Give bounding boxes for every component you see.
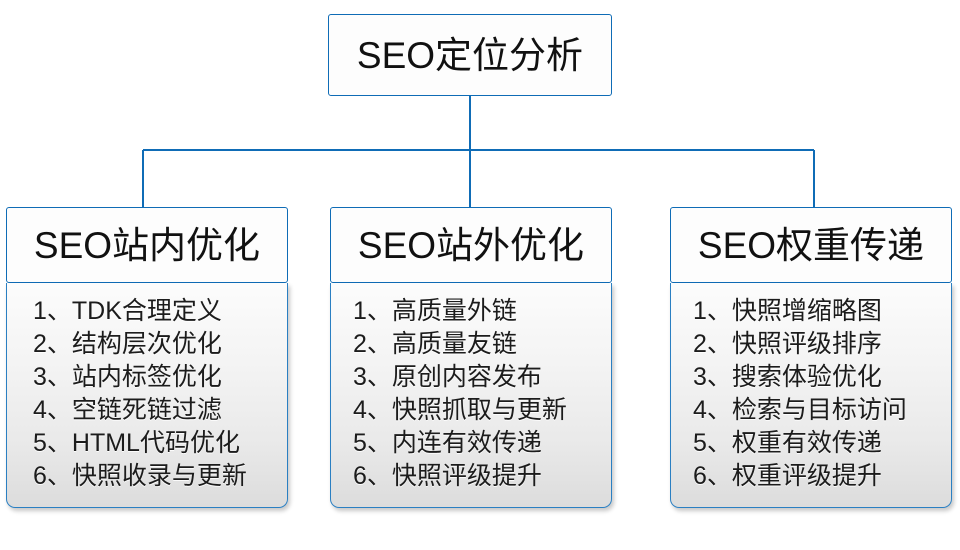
list-item: 6、权重评级提升 (693, 462, 882, 490)
list-item: 6、快照评级提升 (353, 462, 542, 490)
list-item: 4、快照抓取与更新 (353, 396, 567, 424)
branch-header-3: SEO权重传递 (670, 207, 952, 283)
branch-title-3: SEO权重传递 (697, 224, 925, 266)
list-item: 3、原创内容发布 (353, 363, 542, 391)
list-item: 2、高质量友链 (353, 330, 517, 358)
root-node: SEO定位分析 (328, 14, 612, 96)
root-node-label: SEO定位分析 (356, 34, 584, 76)
branch-list-3: 1、快照增缩略图 2、快照评级排序 3、搜索体验优化 4、检索与目标访问 5、权… (670, 283, 952, 508)
list-item: 5、权重有效传递 (693, 429, 882, 457)
list-item: 1、快照增缩略图 (693, 297, 882, 325)
list-item: 3、搜索体验优化 (693, 363, 882, 391)
branch-title-1: SEO站内优化 (33, 224, 261, 266)
list-item: 5、内连有效传递 (353, 429, 542, 457)
branch-list-2: 1、高质量外链 2、高质量友链 3、原创内容发布 4、快照抓取与更新 5、内连有… (330, 283, 612, 508)
branch-title-2: SEO站外优化 (357, 224, 585, 266)
list-item: 2、快照评级排序 (693, 330, 882, 358)
list-item: 1、高质量外链 (353, 297, 517, 325)
list-item: 4、检索与目标访问 (693, 396, 907, 424)
branch-header-1: SEO站内优化 (6, 207, 288, 283)
list-item: 4、空链死链过滤 (33, 396, 222, 424)
branch-list-1: 1、TDK合理定义 2、结构层次优化 3、站内标签优化 4、空链死链过滤 5、H… (6, 283, 288, 508)
branch-column-2: SEO站外优化 1、高质量外链 2、高质量友链 3、原创内容发布 4、快照抓取与… (330, 207, 612, 508)
list-item: 6、快照收录与更新 (33, 462, 247, 490)
branch-column-3: SEO权重传递 1、快照增缩略图 2、快照评级排序 3、搜索体验优化 4、检索与… (670, 207, 952, 508)
list-item: 2、结构层次优化 (33, 330, 222, 358)
list-item: 3、站内标签优化 (33, 363, 222, 391)
branch-column-1: SEO站内优化 1、TDK合理定义 2、结构层次优化 3、站内标签优化 4、空链… (6, 207, 288, 508)
list-item: 1、TDK合理定义 (33, 297, 222, 325)
list-item: 5、HTML代码优化 (33, 429, 240, 457)
branch-header-2: SEO站外优化 (330, 207, 612, 283)
